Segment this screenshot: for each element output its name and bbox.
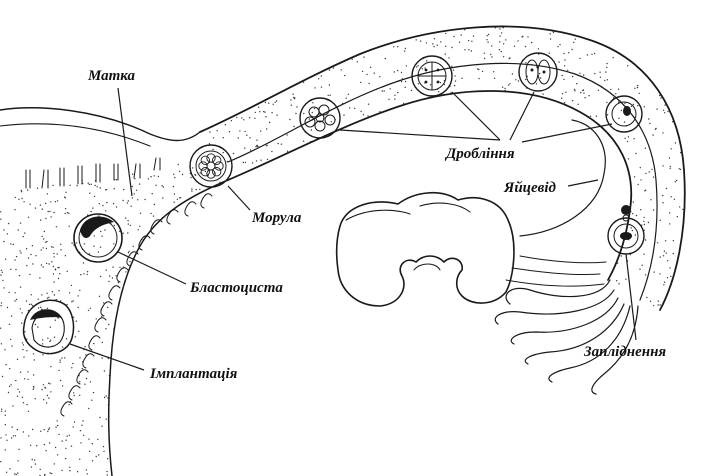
villus — [150, 219, 163, 235]
blastomere — [198, 161, 208, 171]
fimbriae — [494, 255, 639, 395]
blastomere — [212, 155, 222, 165]
villus — [88, 335, 101, 351]
blastomere — [214, 161, 224, 171]
four-cell-stage — [411, 55, 453, 97]
blastomere — [206, 153, 216, 163]
villus — [94, 317, 107, 333]
uterine-villi — [60, 193, 213, 417]
label-uterus: Матка — [87, 68, 136, 84]
villus — [68, 385, 81, 401]
cleavage-cells — [22, 52, 645, 355]
label-morula: Морула — [251, 210, 302, 226]
blastomere — [206, 161, 216, 171]
two-cell-stage — [518, 52, 558, 92]
label-implantation: Імплантація — [149, 366, 238, 382]
zygote — [605, 95, 643, 133]
leader-lines — [69, 87, 637, 371]
blastomere — [212, 167, 222, 177]
fertilized-egg — [607, 205, 645, 255]
tube-stipple — [200, 26, 685, 310]
villus — [166, 209, 179, 225]
morula-blastomeres — [198, 153, 224, 179]
eight-cell-stage — [299, 97, 341, 139]
implantation-site — [22, 299, 75, 355]
label-oviduct: Яйцевід — [503, 180, 557, 196]
label-fertilization: Запліднення — [583, 344, 666, 360]
villus — [138, 235, 151, 251]
label-cleavage: Дроблiння — [444, 146, 515, 162]
villus — [200, 193, 213, 209]
blastomere — [206, 169, 216, 179]
morula-cell — [189, 144, 233, 188]
label-blastocyst: Бластоциста — [189, 280, 283, 296]
blastomere — [200, 155, 210, 165]
ovary — [335, 191, 515, 307]
oviduct-tube — [199, 25, 686, 311]
endometrial-glands — [25, 157, 161, 189]
blastocyst-cell — [73, 213, 123, 263]
villus — [82, 353, 95, 369]
labels: Матка Морула Бластоциста Імплантація Дро… — [87, 68, 666, 382]
villus — [108, 285, 121, 301]
villus — [126, 251, 139, 267]
villus — [116, 267, 129, 283]
villus — [100, 301, 113, 317]
uterus-wall — [0, 107, 229, 476]
blastomere — [200, 167, 210, 177]
villus — [60, 401, 73, 417]
villus — [184, 201, 197, 217]
villus — [76, 369, 89, 385]
